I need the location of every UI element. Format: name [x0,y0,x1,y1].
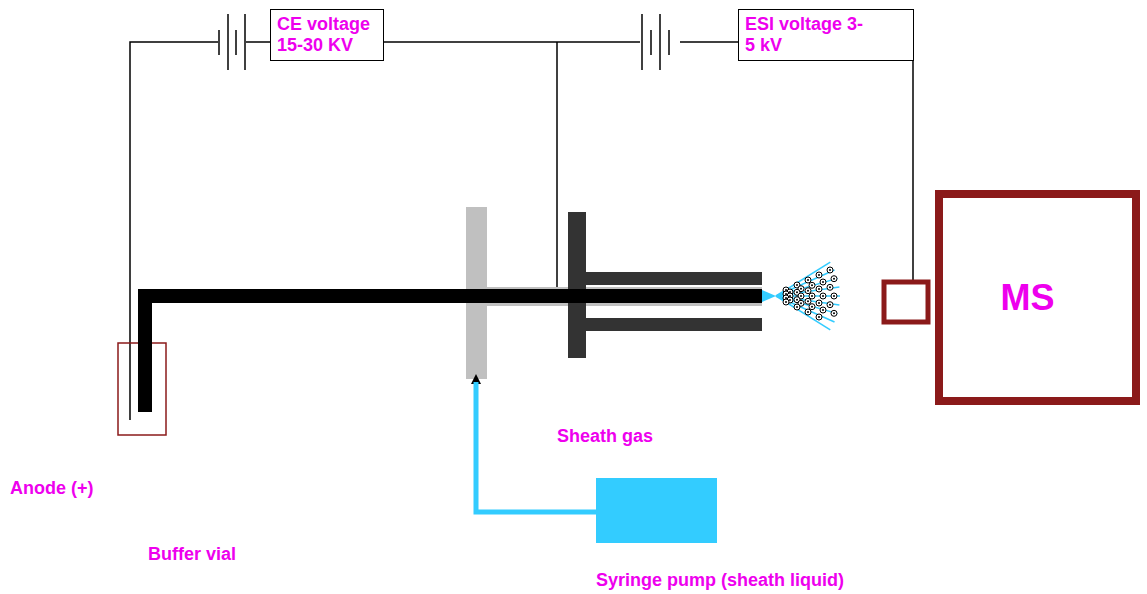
droplet [809,282,815,288]
droplet-ion [807,300,809,302]
mass-spectrometer: MS [935,190,1140,405]
droplet-ion [818,316,820,318]
droplet-ion [833,278,835,280]
droplet-ion [796,284,798,286]
battery-symbol [642,14,679,70]
gas-tube-wall [586,318,762,331]
droplet-ion [807,311,809,313]
droplet [816,314,822,320]
droplet [831,276,837,282]
droplet-ion [807,279,809,281]
voltage-box: CE voltage 15-30 KV [270,9,384,61]
spray-plume [776,262,840,330]
droplet [820,293,826,299]
droplet [820,307,826,313]
droplet [820,279,826,285]
ms-inlet [884,282,928,322]
droplet [809,293,815,299]
part-label: Sheath gas [557,426,653,447]
capillary [145,296,762,412]
droplet-ion [800,288,802,290]
sheath-liquid-line [476,382,598,512]
droplet-ion [829,304,831,306]
droplet-ion [833,312,835,314]
droplet-ion [829,269,831,271]
spray-line [776,296,830,330]
droplet-ion [811,295,813,297]
droplet-ion [829,286,831,288]
droplet-ion [789,299,791,301]
spray-line [776,296,835,322]
droplet [783,299,789,305]
droplet-ion [822,295,824,297]
droplet-ion [818,288,820,290]
wires [130,42,913,420]
spray-line [776,270,835,296]
droplet-ion [785,301,787,303]
syringe-pump: Syringe pump (sheath liquid) [596,478,717,543]
droplet-ion [818,274,820,276]
droplet-ion [822,281,824,283]
sheath-gas-fitting [568,212,586,358]
droplet-ion [800,302,802,304]
part-label: Anode (+) [10,478,94,499]
droplet [816,300,822,306]
droplet [794,304,800,310]
droplet [805,288,811,294]
droplet-ion [833,295,835,297]
droplet [809,304,815,310]
droplet [827,284,833,290]
droplet-ion [822,309,824,311]
node-label: MS [1001,278,1055,318]
gas-tube-wall [586,272,762,285]
droplet [805,309,811,315]
droplet [831,293,837,299]
node-label: Syringe pump (sheath liquid) [596,570,844,591]
taylor-cone [762,290,776,302]
droplet-ion [796,306,798,308]
node-label: CE voltage 15-30 KV [277,14,377,56]
part-label: Buffer vial [148,544,236,565]
droplet-ion [796,299,798,301]
droplet [816,286,822,292]
droplet-ion [796,291,798,293]
droplet [816,272,822,278]
droplet [827,302,833,308]
droplet-ion [818,302,820,304]
droplet-ion [807,290,809,292]
droplet [831,310,837,316]
droplet [805,298,811,304]
droplet [827,267,833,273]
droplet-ion [800,295,802,297]
droplet-ion [811,306,813,308]
voltage-box: ESI voltage 3-5 kV [738,9,914,61]
droplet-ion [811,284,813,286]
battery-symbol [219,14,245,70]
spray-line [776,262,830,296]
droplet [805,277,811,283]
node-label: ESI voltage 3-5 kV [745,14,870,56]
